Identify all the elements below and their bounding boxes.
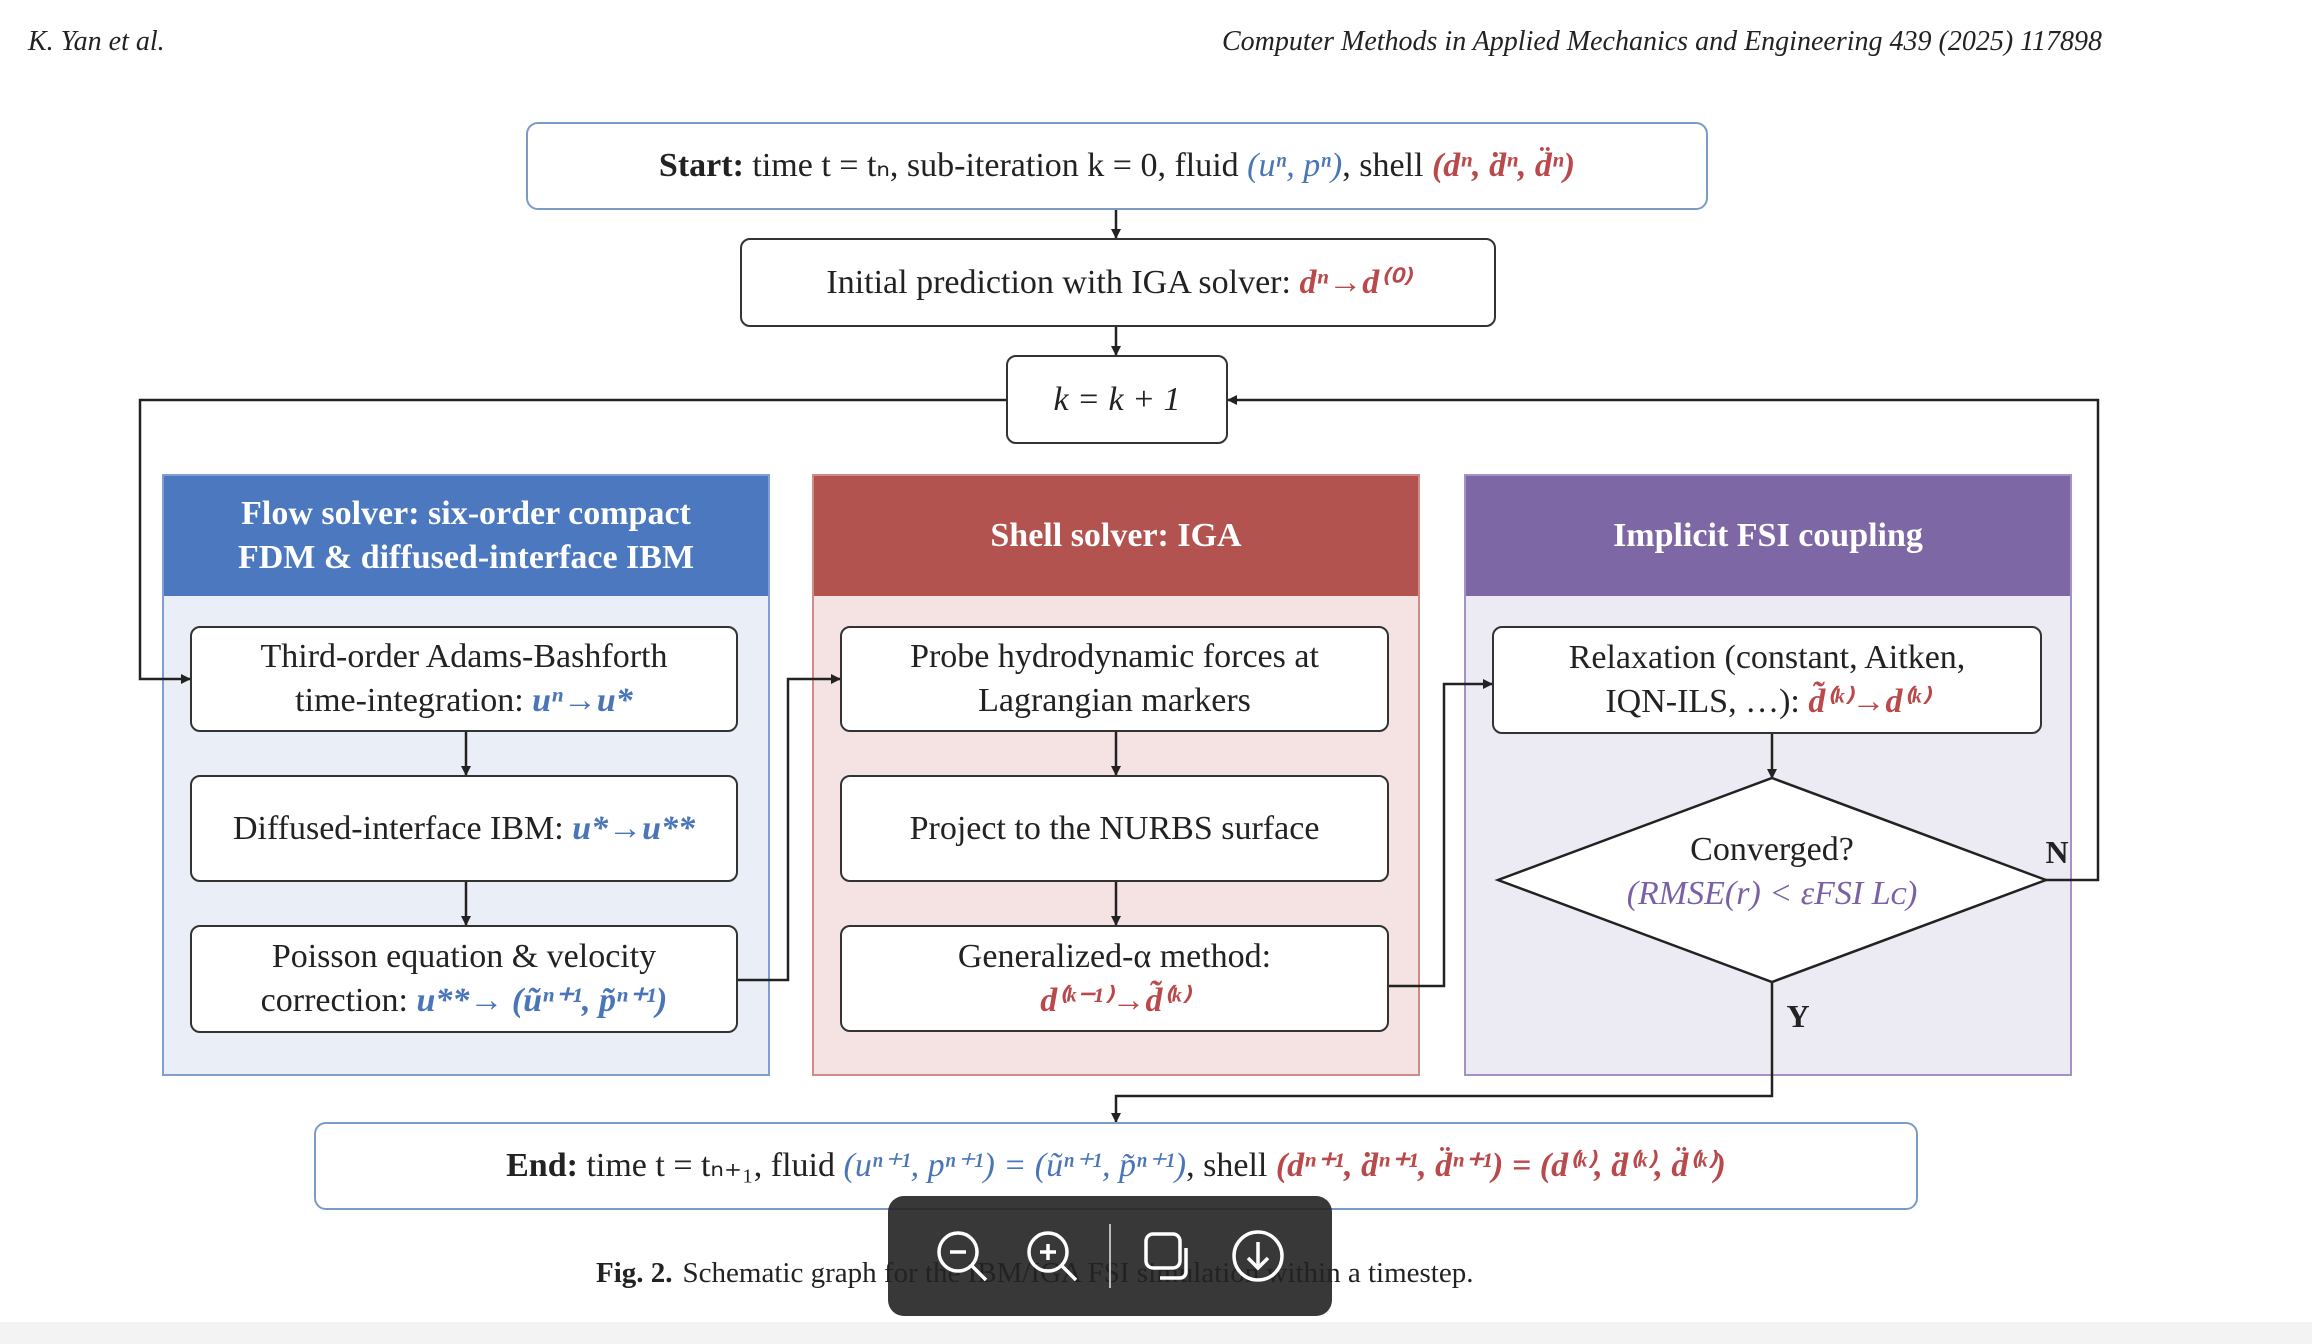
arrow-yes-to-end	[1111, 982, 1774, 1123]
relaxation-step: Relaxation (constant, Aitken,IQN-ILS, …)…	[1492, 626, 2042, 734]
journal-header: Computer Methods in Applied Mechanics an…	[1222, 26, 2103, 57]
convergence-decision-diamond	[1494, 776, 2050, 984]
generalized-alpha-step: Generalized-α method:d⁽ᵏ⁻¹⁾→d̃⁽ᵏ⁾	[840, 925, 1389, 1032]
zoom-in-icon[interactable]	[1019, 1223, 1085, 1289]
download-icon[interactable]	[1225, 1223, 1291, 1289]
bottom-scroll-edge	[0, 1322, 2312, 1344]
arrow-no-loop	[1227, 395, 2100, 882]
coupling-title: Implicit FSI coupling	[1466, 476, 2070, 596]
toolbar-divider	[1109, 1224, 1111, 1288]
arrow-shell-to-coupling	[1389, 679, 1493, 988]
iteration-increment-box: k = k + 1	[1006, 355, 1228, 444]
arrow-iterate-to-flow	[138, 398, 1006, 684]
copy-icon[interactable]	[1135, 1223, 1201, 1289]
ibm-step: Diffused-interface IBM: u*→u**	[190, 775, 738, 882]
zoom-out-icon[interactable]	[929, 1223, 995, 1289]
image-viewer-toolbar	[888, 1196, 1332, 1316]
convergence-check-label: Converged?(RMSE(r) < εFSI Lᴄ)	[1626, 831, 1918, 912]
author-header: K. Yan et al.	[28, 26, 165, 57]
end-box: End: time t = tₙ₊₁, fluid (uⁿ⁺¹, pⁿ⁺¹) =…	[314, 1122, 1918, 1210]
nurbs-projection-step: Project to the NURBS surface	[840, 775, 1389, 882]
no-branch-label: N	[2045, 834, 2069, 870]
yes-branch-label: Y	[1786, 998, 1810, 1034]
initial-prediction-box: Initial prediction with IGA solver: dⁿ→d…	[740, 238, 1496, 327]
arrow-flow-to-shell	[738, 674, 841, 982]
start-box: Start: time t = tₙ, sub-iteration k = 0,…	[526, 122, 1708, 210]
shell-solver-title: Shell solver: IGA	[814, 476, 1418, 596]
